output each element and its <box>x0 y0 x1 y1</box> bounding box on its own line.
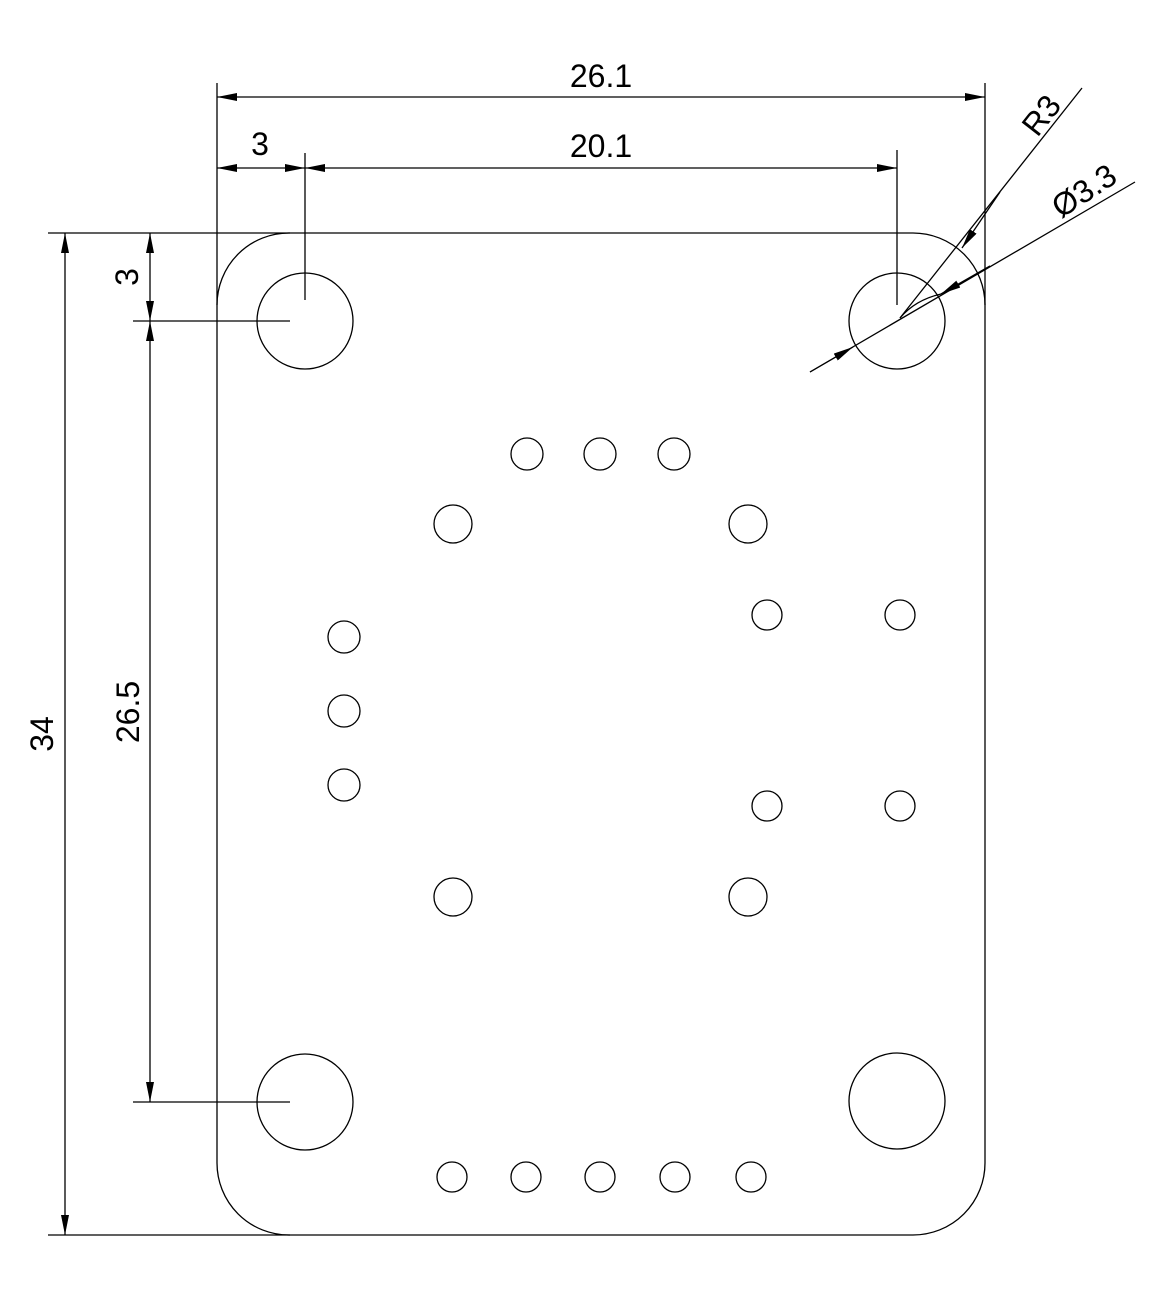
svg-text:34: 34 <box>24 716 60 752</box>
svg-text:3: 3 <box>251 126 269 162</box>
svg-text:Ø3.3: Ø3.3 <box>1045 157 1123 225</box>
dimension-overall-width: 26.1 <box>217 58 985 101</box>
small-holes <box>327 437 916 1193</box>
extension-lines <box>48 83 986 1236</box>
svg-text:26.1: 26.1 <box>570 58 632 94</box>
svg-text:26.5: 26.5 <box>110 681 146 743</box>
dimension-edge-offset-x: 3 <box>217 126 305 172</box>
svg-text:R3: R3 <box>1015 88 1069 142</box>
dimension-hole-spacing-width: 20.1 <box>305 128 897 172</box>
dimension-overall-height: 34 <box>24 233 69 1235</box>
plate-outline <box>216 232 986 1236</box>
dimension-hole-spacing-height: 26.5 <box>110 321 154 1102</box>
svg-text:3: 3 <box>109 268 145 286</box>
dimension-edge-offset-y: 3 <box>109 233 154 321</box>
svg-text:20.1: 20.1 <box>570 128 632 164</box>
